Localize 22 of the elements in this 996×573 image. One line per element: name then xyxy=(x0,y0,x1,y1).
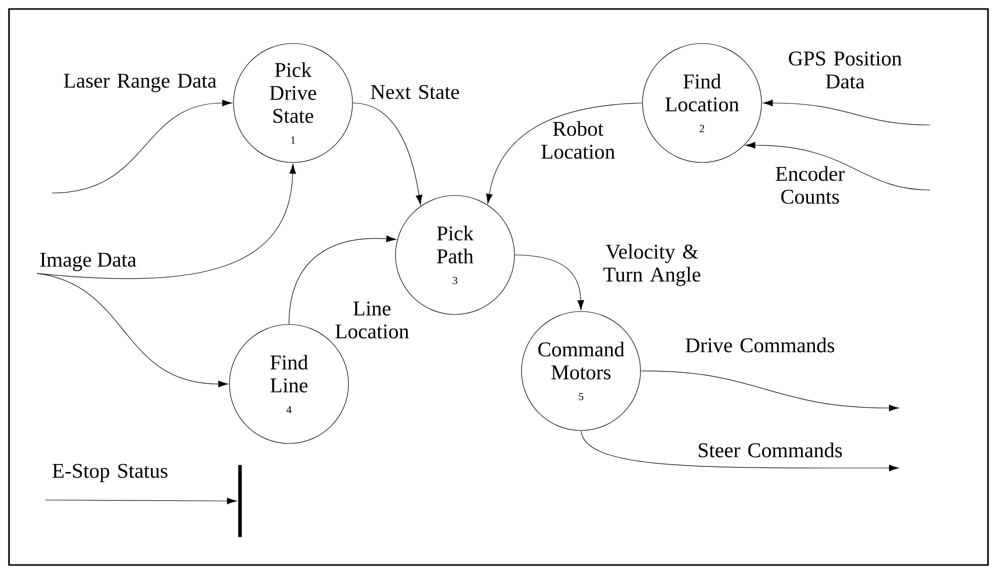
edge-label: Drive Commands xyxy=(686,338,834,352)
edge-label: Robot Location xyxy=(541,121,615,159)
arrow xyxy=(52,100,232,194)
arrow xyxy=(44,498,237,504)
edge-label: GPS Position Data xyxy=(788,52,902,88)
arrow xyxy=(36,164,296,279)
edge-label: Velocity & Turn Angle xyxy=(603,244,700,286)
arrow xyxy=(352,102,422,205)
edge-label: Laser Range Data xyxy=(64,74,216,92)
arrow xyxy=(640,370,899,412)
arrow xyxy=(288,236,396,324)
arrow xyxy=(36,273,228,388)
edge-label: Steer Commands xyxy=(698,442,842,458)
arrow xyxy=(745,142,930,190)
edge-label: Next State xyxy=(370,84,460,100)
data-source-label: Image Data xyxy=(40,252,136,272)
arrow xyxy=(580,430,899,472)
arrow xyxy=(514,254,584,310)
arrow xyxy=(762,100,930,126)
edge-label: Encoder Counts xyxy=(776,166,845,204)
edge-label: E-Stop Status xyxy=(52,464,168,482)
arrow xyxy=(486,102,642,204)
